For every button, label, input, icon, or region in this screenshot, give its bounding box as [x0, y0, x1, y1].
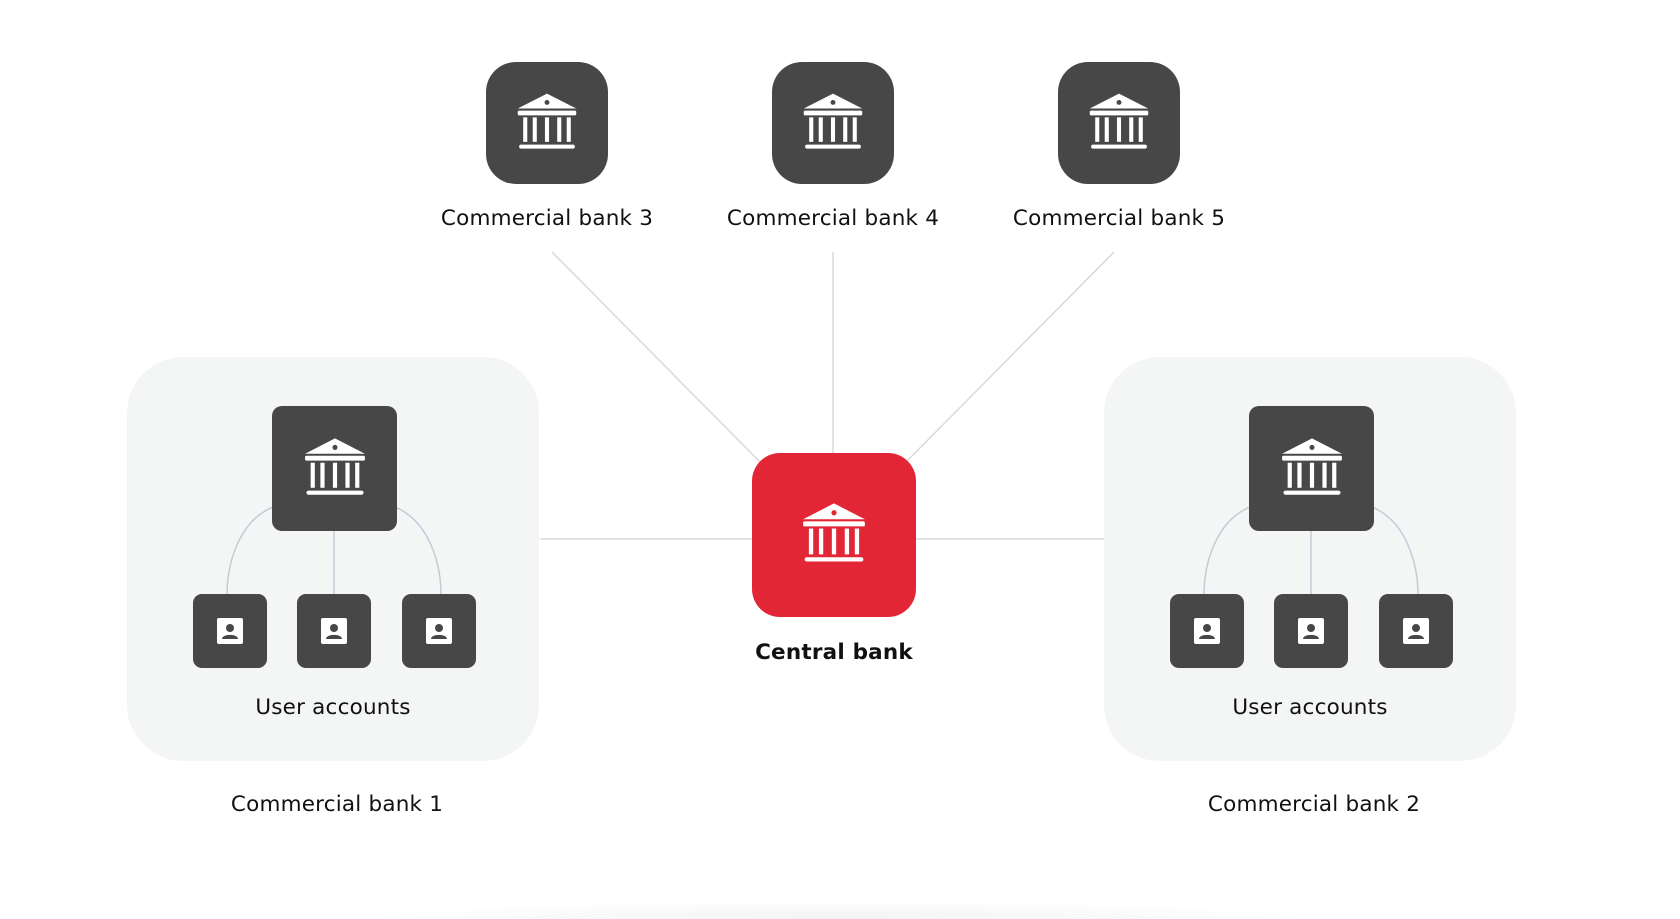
user-account-tile [193, 594, 267, 668]
user-account-icon [1194, 618, 1220, 644]
user-account-icon [1403, 618, 1429, 644]
account-tree-lines [226, 506, 442, 596]
central-bank-label: Central bank [755, 640, 913, 665]
connector-bank3-central [551, 251, 761, 463]
user-accounts-label: User accounts [1232, 695, 1388, 720]
commercial-bank-4-tile [772, 62, 894, 184]
user-account-tile [402, 594, 476, 668]
commercial-bank-1-tile [272, 406, 397, 531]
bank-icon [1089, 93, 1149, 149]
user-account-icon [321, 618, 347, 644]
commercial-bank-1-label: Commercial bank 1 [230, 792, 444, 817]
bank-icon [304, 437, 365, 495]
bottom-shadow [360, 900, 1320, 919]
user-account-tile [1170, 594, 1244, 668]
connector-bank5-central [905, 251, 1115, 463]
bank-icon [803, 503, 865, 562]
user-account-icon [217, 618, 243, 644]
user-accounts-label: User accounts [255, 695, 411, 720]
user-account-tile [1379, 594, 1453, 668]
account-tree-lines [1203, 506, 1419, 596]
commercial-bank-2-label: Commercial bank 2 [1207, 792, 1421, 817]
commercial-bank-1-panel: User accounts [127, 357, 539, 761]
user-account-icon [1298, 618, 1324, 644]
commercial-bank-2-tile [1249, 406, 1374, 531]
central-bank-tile [752, 453, 916, 617]
user-account-icon [426, 618, 452, 644]
bank-icon [803, 93, 863, 149]
user-account-tile [1274, 594, 1348, 668]
commercial-bank-5-tile [1058, 62, 1180, 184]
commercial-bank-2-panel: User accounts [1104, 357, 1516, 761]
commercial-bank-5-label: Commercial bank 5 [1012, 206, 1226, 231]
commercial-bank-3-label: Commercial bank 3 [440, 206, 654, 231]
bank-icon [1281, 437, 1342, 495]
user-account-tile [297, 594, 371, 668]
commercial-bank-4-label: Commercial bank 4 [726, 206, 940, 231]
commercial-bank-3-tile [486, 62, 608, 184]
bank-icon [517, 93, 577, 149]
